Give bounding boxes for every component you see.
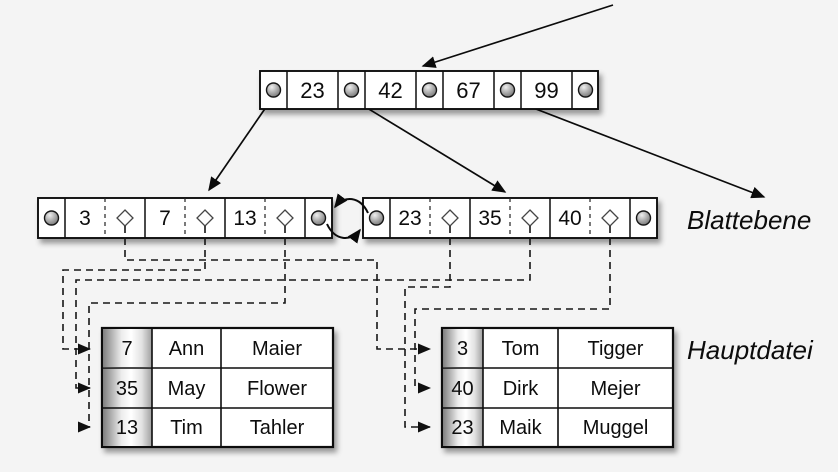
edge-incoming-to-root <box>421 4 614 68</box>
row-first-name: Maik <box>499 417 542 439</box>
label-main-file: Hauptdatei <box>687 335 814 365</box>
pointer-ball-icon <box>265 82 282 98</box>
key-cell-shaded <box>103 329 152 367</box>
table-row: 35 May Flower <box>116 378 307 400</box>
row-first-name: Tim <box>170 417 203 439</box>
main-file-table-left: 7 Ann Maier 35 May Flower 13 Tim Tahler <box>100 326 335 449</box>
row-first-name: May <box>168 378 206 400</box>
link-right-to-left-arrow <box>334 193 369 214</box>
leaf-key: 7 <box>159 207 171 230</box>
key-cell-shaded <box>443 368 483 408</box>
table-row: 7 Ann Maier <box>121 338 302 360</box>
cell-dividers <box>286 71 573 109</box>
leaf-node-left: 3 7 13 <box>37 197 333 239</box>
pointer-ball-icon <box>310 210 327 226</box>
root-node: 23 42 67 99 <box>259 70 599 110</box>
row-first-name: Dirk <box>503 378 540 400</box>
edge-root-to-right-leaf <box>353 99 507 193</box>
row-last-name: Maier <box>252 338 302 360</box>
leaf-node-right: 23 35 40 <box>362 197 658 239</box>
row-key: 7 <box>121 338 132 360</box>
table-row: 13 Tim Tahler <box>116 417 305 439</box>
leaf-sibling-links <box>326 193 369 244</box>
root-key: 23 <box>300 78 324 103</box>
row-key: 23 <box>451 417 473 439</box>
cell-dividers <box>389 198 631 238</box>
record-pointer-lines <box>62 226 611 433</box>
cell-dividers <box>64 198 306 238</box>
table-row: 23 Maik Muggel <box>451 417 648 439</box>
record-pointer-key23 <box>404 226 451 433</box>
row-key: 40 <box>451 378 473 400</box>
root-key: 42 <box>378 78 402 103</box>
table-row: 3 Tom Tigger <box>457 338 644 360</box>
table-grid <box>102 328 333 447</box>
row-key: 3 <box>457 338 468 360</box>
row-first-name: Tom <box>502 338 540 360</box>
row-key: 13 <box>116 417 138 439</box>
key-cell-shaded <box>103 368 152 408</box>
row-key: 35 <box>116 378 138 400</box>
label-leaf-level: Blattebene <box>687 205 811 235</box>
pointer-ball-icon <box>343 82 360 98</box>
row-first-name: Ann <box>169 338 205 360</box>
leaf-key: 40 <box>558 207 581 230</box>
key-cell-shaded <box>443 329 483 367</box>
edge-root-to-left-leaf <box>208 99 272 192</box>
record-pointer-key35 <box>75 226 531 394</box>
leaf-key: 3 <box>79 207 91 230</box>
main-file-table-right: 3 Tom Tigger 40 Dirk Mejer 23 Maik Mugge… <box>440 326 675 449</box>
root-key: 99 <box>534 78 558 103</box>
key-cell-shaded <box>103 408 152 446</box>
table-grid <box>442 328 673 447</box>
link-left-to-right-arrow <box>326 223 361 244</box>
tree-edges <box>208 4 766 199</box>
pointer-ball-icon <box>421 82 438 98</box>
table-row: 40 Dirk Mejer <box>451 378 640 400</box>
root-key: 67 <box>456 78 480 103</box>
row-last-name: Flower <box>247 378 307 400</box>
row-last-name: Tigger <box>588 338 644 360</box>
key-cell-shaded <box>443 408 483 446</box>
pointer-ball-icon <box>577 82 594 98</box>
leaf-key: 13 <box>233 207 256 230</box>
record-pointer-key7 <box>62 226 206 355</box>
edge-root-to-offscreen-leaf <box>509 98 766 199</box>
record-pointer-key13 <box>78 226 286 433</box>
leaf-key: 23 <box>398 207 421 230</box>
pointer-ball-icon <box>635 210 652 226</box>
pointer-ball-icon <box>43 210 60 226</box>
record-pointer-key40 <box>414 226 611 394</box>
leaf-key: 35 <box>478 207 501 230</box>
pointer-ball-icon <box>499 82 516 98</box>
row-last-name: Muggel <box>583 417 649 439</box>
row-last-name: Mejer <box>590 378 640 400</box>
pointer-ball-icon <box>368 210 385 226</box>
row-last-name: Tahler <box>250 417 305 439</box>
